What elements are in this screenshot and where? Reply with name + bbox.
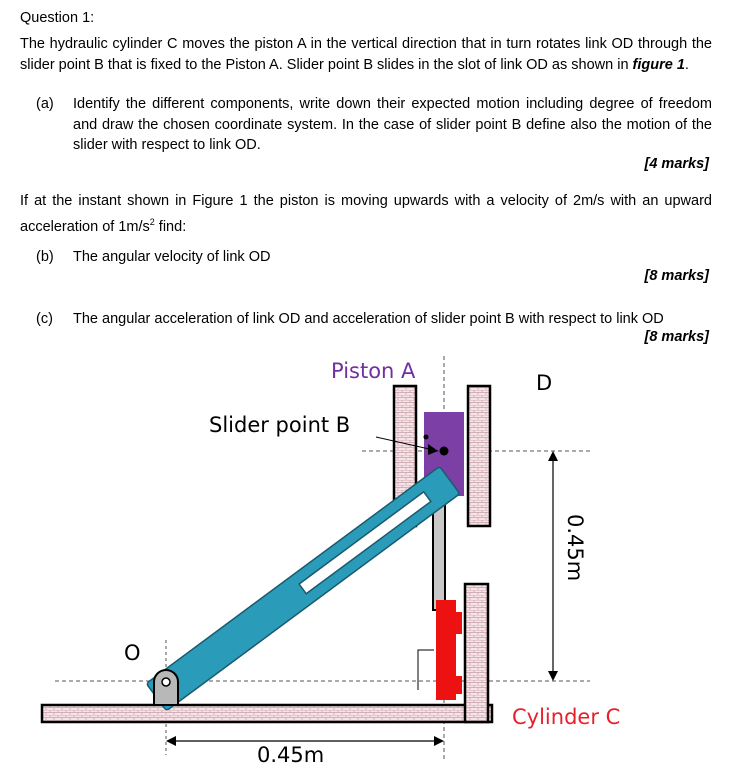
vertical-dim-arrow-top (548, 451, 558, 461)
intro-text: The hydraulic cylinder C moves the pisto… (20, 36, 712, 73)
given-conditions: If at the instant shown in Figure 1 the … (20, 191, 712, 237)
part-c: (c) The angular acceleration of link OD … (36, 309, 712, 330)
conditions-text: If at the instant shown in Figure 1 the … (20, 193, 712, 235)
conditions-exponent: 2 (149, 216, 155, 227)
horizontal-dim-arrow-left (166, 736, 176, 746)
figure-reference: figure 1 (632, 56, 685, 73)
point-o-label: O (124, 641, 141, 665)
part-a-label: (a) (36, 96, 54, 112)
part-c-text: The angular acceleration of link OD and … (73, 311, 664, 327)
right-guide-wall (466, 384, 492, 528)
slider-point-b-label: Slider point B (209, 413, 350, 437)
horizontal-dim-arrow-right (434, 736, 444, 746)
part-c-label: (c) (36, 311, 53, 327)
ground-base (40, 703, 494, 724)
part-a-text: Identify the different components, write… (73, 96, 712, 153)
part-b-text: The angular velocity of link OD (73, 249, 271, 265)
vertical-dim-arrow-bottom (548, 671, 558, 681)
horizontal-dimension-label: 0.45m (257, 743, 324, 767)
cylinder-port-lower (454, 676, 462, 694)
pivot-o-support (153, 669, 179, 706)
cylinder-port-upper (454, 612, 462, 634)
link-od-slot (298, 490, 432, 595)
part-c-marks: [8 marks] (644, 329, 709, 345)
slider-leader-arrowhead (428, 444, 438, 455)
slider-block-marker (423, 434, 429, 440)
part-a-marks: [4 marks] (644, 156, 709, 172)
cylinder-c (436, 600, 456, 700)
part-a: (a) Identify the different components, w… (36, 94, 712, 156)
pivot-o-pin (161, 677, 171, 687)
conditions-suffix: find: (154, 218, 187, 235)
point-d-label: D (536, 371, 552, 395)
link-od (146, 466, 460, 711)
piston-a-label: Piston A (331, 359, 416, 383)
cylinder-outline-mark (417, 649, 434, 690)
cylinder-wall (463, 582, 490, 724)
question-intro: The hydraulic cylinder C moves the pisto… (20, 36, 712, 73)
part-b-marks: [8 marks] (644, 268, 709, 284)
vertical-dimension-label: 0.45m (563, 514, 587, 581)
slider-leader-line (375, 436, 439, 452)
question-title: Question 1: (20, 10, 95, 26)
part-b-label: (b) (36, 249, 54, 265)
part-b: (b) The angular velocity of link OD (36, 247, 712, 268)
slider-point-b (439, 446, 449, 456)
cylinder-c-label: Cylinder C (512, 705, 620, 729)
